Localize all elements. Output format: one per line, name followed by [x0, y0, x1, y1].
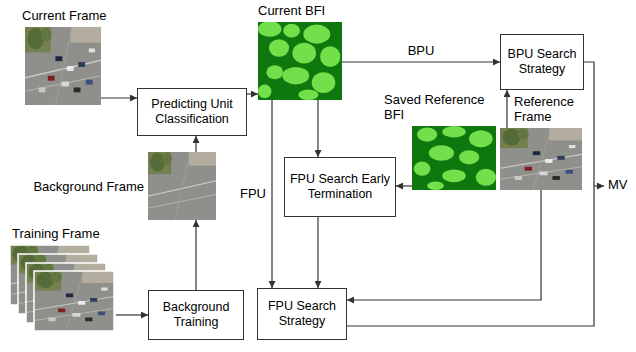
image-heading: Current BFI [258, 4, 378, 19]
frame-stack: Training Frame [10, 245, 116, 331]
frame-image: Background Frame [148, 152, 216, 220]
flow-arrow [396, 185, 412, 186]
frame-image: Reference Frame [500, 128, 582, 190]
flow-arrow [317, 100, 318, 157]
output-arrow [594, 185, 604, 186]
bfi-map [412, 126, 496, 190]
image-heading: Saved Reference BFI [384, 93, 490, 123]
process-box: FPU Search Strategy [257, 288, 347, 340]
vehicles [48, 288, 107, 322]
box-label: BPU Search Strategy [505, 47, 579, 77]
process-box: FPU Search Early Termination [284, 157, 396, 217]
process-box: Predicting Unit Classification [137, 88, 247, 136]
vehicles [39, 48, 95, 92]
flow-arrow [195, 220, 196, 290]
process-box: Background Training [148, 290, 244, 340]
box-label: FPU Search Early Termination [289, 172, 391, 202]
flow-arrow [195, 136, 196, 152]
flow-arrow [342, 61, 500, 62]
box-label: Predicting Unit Classification [142, 97, 242, 127]
flow-arrow [116, 314, 148, 315]
bfi-image: Saved Reference BFI [412, 126, 496, 190]
flow-arrow [247, 93, 258, 94]
image-heading: Training Frame [12, 227, 132, 242]
flow-arrow [317, 217, 318, 288]
image-heading: Background Frame [28, 180, 144, 195]
video-frame [34, 271, 114, 331]
edge-label: FPU [238, 187, 268, 202]
flow-arrow [506, 90, 507, 128]
frame-border [34, 271, 114, 331]
flow-arrow [271, 100, 272, 288]
connectors [101, 62, 541, 315]
edge-label: BPU [406, 44, 437, 59]
box-label: Background Training [153, 300, 239, 330]
video-frame [25, 27, 101, 105]
bfi-image: Current BFI [258, 22, 342, 100]
background-frame-image [148, 152, 216, 220]
output-label: MV [606, 178, 630, 193]
flow-arrow [101, 97, 137, 98]
training-frame-stack [10, 245, 114, 331]
frame-image: Current Frame [25, 27, 101, 105]
vehicles [515, 145, 576, 180]
process-box: BPU Search Strategy [500, 34, 584, 90]
image-heading: Current Frame [22, 9, 162, 24]
image-heading: Reference Frame [514, 95, 584, 125]
video-frame [500, 128, 582, 190]
bfi-map [258, 21, 342, 100]
box-label: FPU Search Strategy [262, 299, 342, 329]
